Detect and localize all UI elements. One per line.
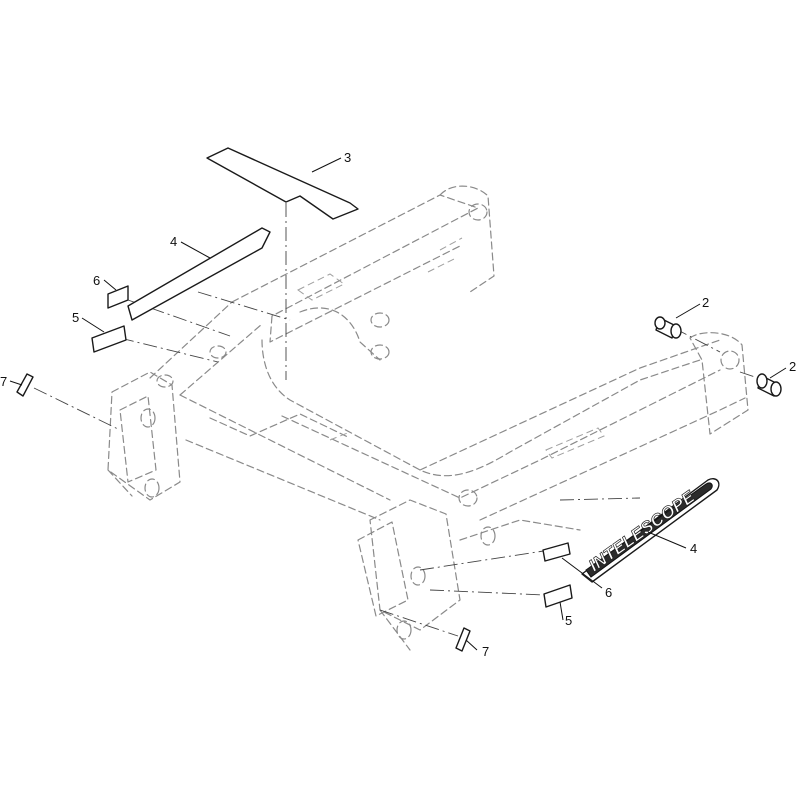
callout-5-left: 5 <box>72 310 79 325</box>
reflector-part-7-left <box>16 373 34 397</box>
label-part-5-left <box>91 325 127 353</box>
callout-7-right: 7 <box>482 644 489 659</box>
callout-7-left: 7 <box>0 374 7 389</box>
callout-4-right: 4 <box>690 541 697 556</box>
label-part-5-right <box>543 584 573 608</box>
deck-frame <box>107 185 749 651</box>
callout-5-right: 5 <box>565 613 572 628</box>
callout-4-left: 4 <box>170 234 177 249</box>
decal-intelescope-part-4-right: INTELESCOPE <box>581 478 720 583</box>
decal-wedge-part-3 <box>206 147 359 220</box>
callout-3: 3 <box>344 150 351 165</box>
bushing-part-2-upper <box>654 316 682 339</box>
label-part-6-right <box>542 542 571 562</box>
decal-strip-part-4-left <box>127 227 271 321</box>
label-part-6-left <box>107 285 129 309</box>
decal-text: INTELESCOPE <box>585 487 698 575</box>
callout-6-left: 6 <box>93 273 100 288</box>
reflector-part-7-right <box>455 627 471 652</box>
bushing-part-2-lower <box>756 373 782 397</box>
callout-2-upper: 2 <box>702 295 709 310</box>
callout-2-lower: 2 <box>789 359 796 374</box>
callout-labels: 3 4 6 5 7 2 2 4 6 5 7 <box>0 150 796 659</box>
callout-6-right: 6 <box>605 585 612 600</box>
leader-lines <box>9 157 787 651</box>
